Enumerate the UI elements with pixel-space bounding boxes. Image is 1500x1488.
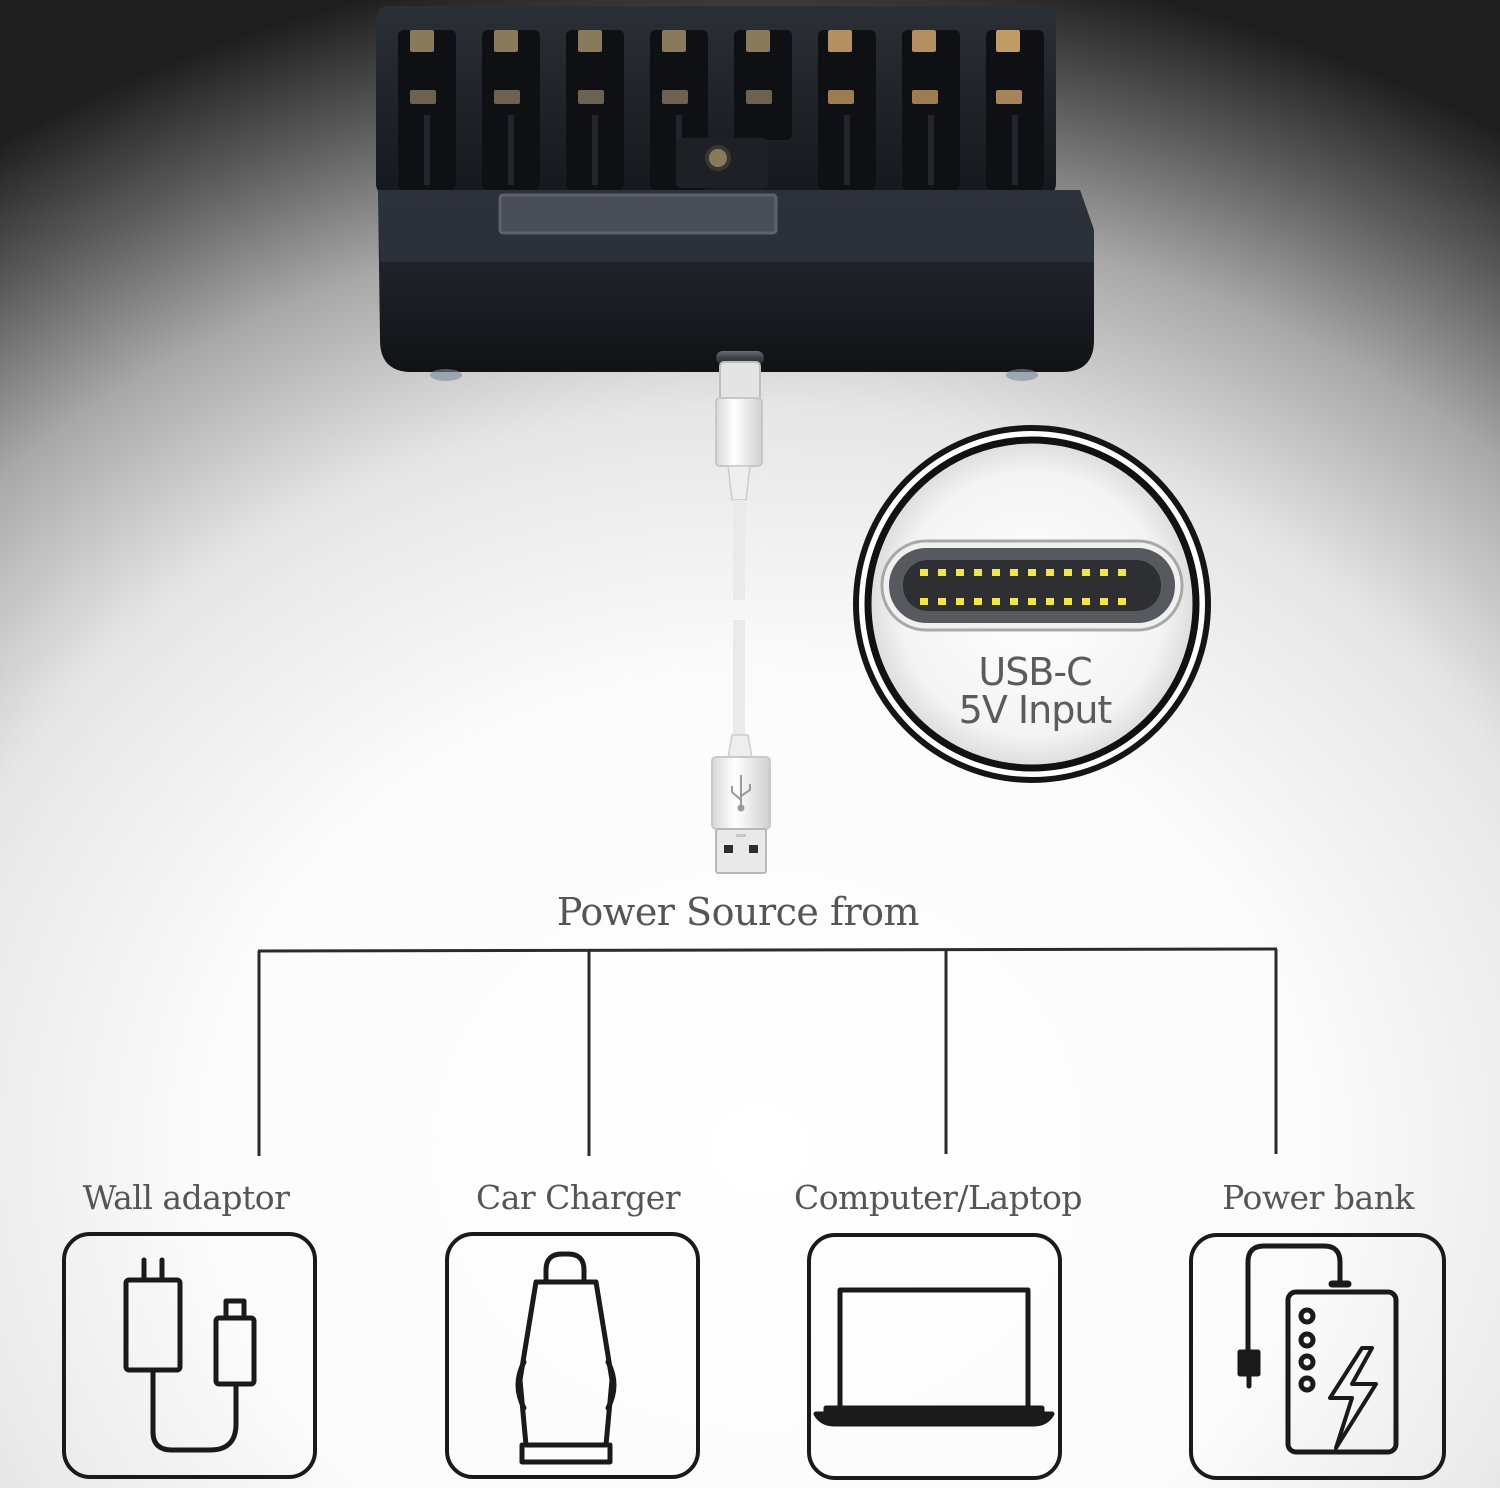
car-charger-icon — [515, 1251, 617, 1465]
wall-adaptor-icon — [123, 1257, 257, 1453]
usb-c-housing — [715, 397, 763, 467]
laptop-icon — [813, 1287, 1055, 1427]
usb-symbol-icon — [731, 775, 751, 812]
usb-input-label: 5V Input — [958, 688, 1113, 732]
charger-tray — [376, 6, 1056, 196]
source-icon-boxes — [62, 1232, 1446, 1480]
lightning-bolt-icon — [1328, 1346, 1378, 1450]
power-bank-icon — [1237, 1243, 1399, 1455]
car-charger-label: Car Charger — [475, 1178, 681, 1217]
usb-c-pins — [920, 569, 1126, 605]
wall-adaptor-label: Wall adaptor — [82, 1178, 290, 1217]
battery-slot — [734, 30, 792, 140]
battery-slot — [482, 30, 540, 190]
battery-slots — [398, 30, 1044, 190]
usb-cable — [711, 361, 771, 874]
charger-display — [498, 193, 778, 235]
power-source-title: Power Source from — [556, 890, 920, 934]
usb-a-plug — [715, 828, 767, 874]
battery-slot — [818, 30, 876, 190]
battery-slot — [902, 30, 960, 190]
wall-adaptor-box — [62, 1232, 317, 1479]
battery-slot — [566, 30, 624, 190]
computer-laptop-label: Computer/Laptop — [794, 1178, 1082, 1217]
power-bank-box — [1189, 1233, 1446, 1480]
charger-button — [705, 145, 731, 171]
usb-c-callout — [853, 425, 1211, 783]
car-charger-box — [445, 1232, 700, 1479]
battery-contacts — [410, 30, 1022, 104]
battery-slot — [986, 30, 1044, 190]
usb-c-plug — [719, 361, 761, 401]
source-connector-lines — [257, 947, 1278, 1156]
battery-charger — [376, 6, 1094, 381]
laptop-box — [807, 1233, 1062, 1480]
usb-c-label: USB-C — [978, 650, 1092, 694]
battery-slot — [398, 30, 456, 190]
power-bank-label: Power bank — [1222, 1178, 1414, 1217]
